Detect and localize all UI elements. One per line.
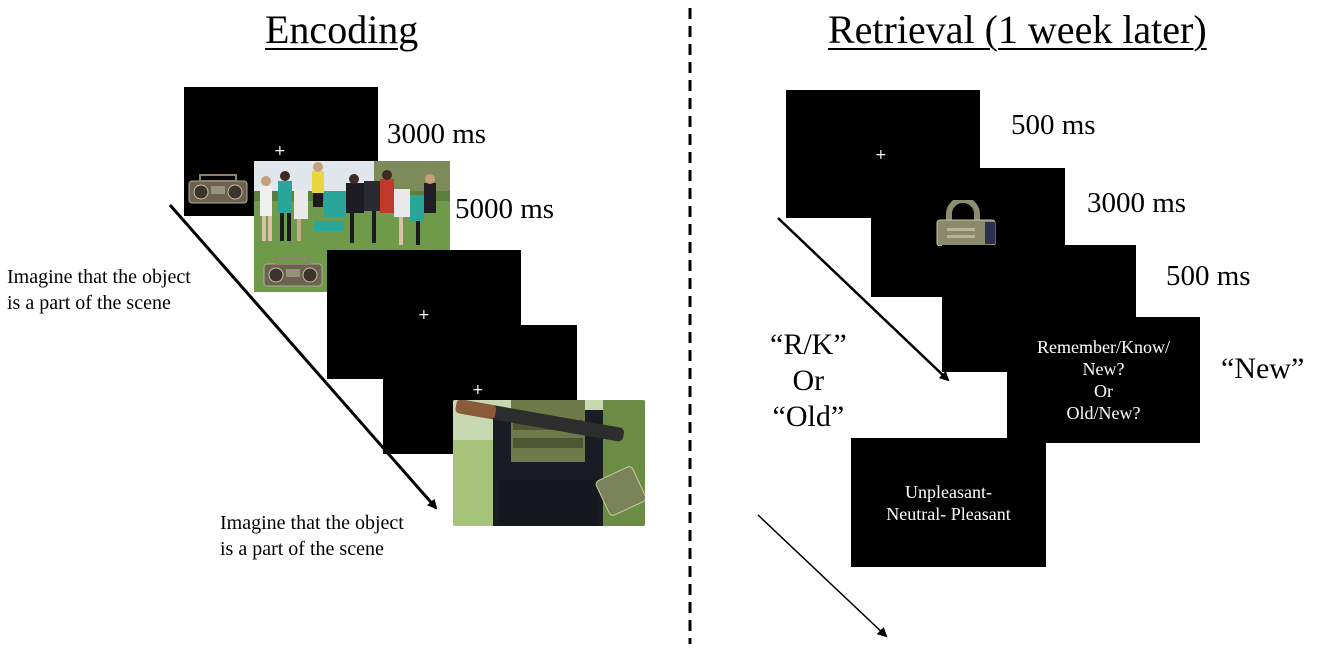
retrieval-continuation-arrow [757,514,888,638]
encoding-instruction-top: Imagine that the object is a part of the… [7,266,191,314]
retrieval-timing-2: 3000 ms [1087,187,1187,219]
padlock-object-icon [936,200,996,246]
memory-question-screen: Remember/Know/ New? Or Old/New? [1007,317,1200,443]
soldier-scene-image [453,400,645,526]
encoding-timing-1: 3000 ms [387,118,487,150]
encoding-instruction-bottom: Imagine that the object is a part of the… [220,512,404,560]
fixation-cross-2: + [418,307,430,323]
encoding-timeline-arrow [168,204,438,510]
retrieval-heading: Retrieval (1 week later) [828,7,1207,52]
rating-screen: Unpleasant- Neutral- Pleasant [851,438,1046,567]
boombox-in-scene-icon [263,257,323,287]
retrieval-fixation-cross: + [875,147,887,163]
fixation-cross: + [274,143,286,159]
new-response-label: “New” [1221,352,1305,385]
fixation-cross-3: + [472,382,484,398]
old-response-label: “R/K” Or “Old” [770,328,847,433]
encoding-heading: Encoding [265,7,419,52]
retrieval-timeline-arrow [777,217,950,382]
retrieval-timing-3: 500 ms [1166,260,1251,292]
retrieval-timing-1: 500 ms [1011,109,1096,141]
encoding-timing-2: 5000 ms [455,193,555,225]
boombox-object-icon [188,174,248,204]
